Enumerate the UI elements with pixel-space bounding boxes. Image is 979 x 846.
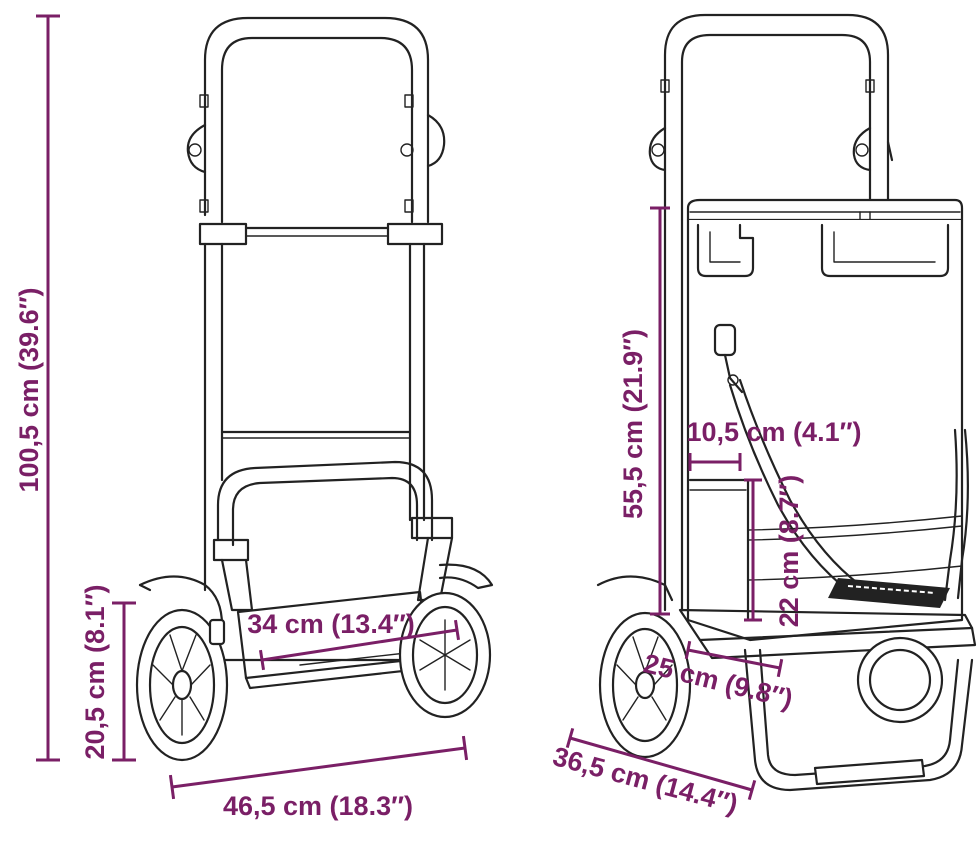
bag-height-label: 55,5 cm (21.9″) (618, 329, 648, 519)
total-height-label: 100,5 cm (39.6″) (14, 287, 44, 492)
pocket-height-dimension (744, 478, 762, 622)
bag-height-dimension (650, 206, 670, 616)
trolley-front-view (135, 16, 494, 762)
trolley-bag-view (596, 13, 977, 792)
inner-width-label: 34 cm (13.4″) (247, 609, 415, 639)
pocket-height-label: 22 cm (8.7″) (774, 475, 804, 628)
wheel-height-dimension (112, 601, 136, 762)
base-depth-dimension (684, 640, 784, 678)
pocket-width-dimension (688, 453, 742, 471)
inner-width-dimension (258, 619, 461, 671)
wheel-height-label: 20,5 cm (8.1″) (80, 584, 110, 759)
pocket-width-label: 10,5 cm (4.1″) (686, 417, 861, 447)
total-width-dimension (168, 735, 469, 800)
total-depth-dimension (565, 727, 757, 801)
total-height-dimension (36, 14, 60, 762)
dimension-lines (36, 14, 784, 801)
total-width-label: 46,5 cm (18.3″) (223, 791, 413, 821)
